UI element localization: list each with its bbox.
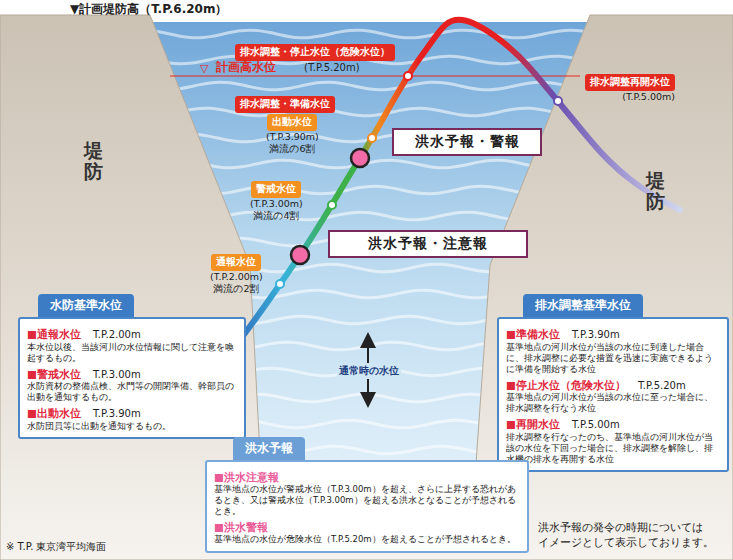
level-value: (T.P.3.90m) [266, 131, 319, 143]
panel-heading: 排水調整基準水位 [523, 294, 643, 317]
item-description: 排水調整を行なったのち、基準地点の河川水位が当該の水位を下回った場合に、排水調整… [506, 432, 720, 465]
forecast-box-text: 洪水予報・注意報 [368, 235, 488, 253]
item-row: ■停止水位（危険水位） T.P.5.20m [506, 378, 720, 393]
item-value: T.P.5.00m [572, 419, 620, 430]
item-row: ■再開水位 T.P.5.00m [506, 417, 720, 432]
item-row: ■通報水位 T.P.2.00m [27, 327, 237, 342]
level-value: 満流の2割 [210, 283, 263, 295]
panel-body: ■洪水注意報基準地点の水位が警戒水位（T.P.3.00m）を超え、さらに上昇する… [205, 460, 529, 553]
legend-panel: 排水調整基準水位 ■準備水位 T.P.3.90m 基準地点の河川水位が当該の水位に到達… [497, 294, 729, 472]
level-label: 通報水位(T.P.2.00m)満流の2割 [210, 250, 263, 295]
item-row: ■準備水位 T.P.3.90m [506, 327, 720, 342]
item-value: T.P.3.90m [93, 408, 141, 419]
item-description: 本水位以後、当該河川の水位情報に関して注意を喚起するもの。 [27, 342, 237, 364]
level-tag: 通報水位 [211, 254, 261, 271]
panel-heading: 水防基準水位 [38, 294, 134, 317]
item-title: ■警戒水位 [27, 368, 81, 380]
panel-body: ■通報水位 T.P.2.00m 本水位以後、当該河川の水位情報に関して注意を喚起する… [18, 317, 246, 439]
item-value: T.P.5.20m [638, 380, 686, 391]
level-label: 警戒水位(T.P.3.00m)満流の4割 [250, 177, 303, 222]
item-row: ■洪水警報 [214, 520, 520, 534]
item-description: 水防団員等に出動を通知するもの。 [27, 421, 237, 432]
item-title: ■準備水位 [506, 328, 560, 340]
item-value: T.P.2.00m [93, 329, 141, 340]
level-value: 満流の4割 [250, 210, 303, 222]
wave-stroke [130, 108, 610, 116]
level-value: 満流の6割 [266, 143, 319, 155]
item-title: ■洪水注意報 [214, 471, 279, 483]
forecast-marker [351, 149, 369, 167]
level-label: 排水調整・停止水位（危険水位） [235, 40, 395, 61]
forecast-box-text: 洪水予報・警報 [415, 133, 520, 151]
level-value: (T.P.2.00m) [210, 271, 263, 283]
level-value: (T.P.5.00m) [585, 91, 675, 103]
level-tag: 排水調整・準備水位 [235, 96, 335, 113]
footnote: ※ T.P. 東京湾平均海面 [6, 540, 107, 554]
item-description: 基準地点の水位が警戒水位（T.P.3.00m）を超え、さらに上昇する恐れがあると… [214, 484, 520, 517]
level-label: 出動水位(T.P.3.90m)満流の6割 [266, 110, 319, 155]
forecast-box: 洪水予報・警報 [392, 128, 542, 156]
level-dot [276, 280, 284, 288]
item-title: ■出動水位 [27, 407, 81, 419]
item-value: T.P.3.90m [572, 329, 620, 340]
plan-high-water-line [170, 75, 580, 76]
item-row: ■警戒水位 T.P.3.00m [27, 367, 237, 382]
item-title: ■停止水位（危険水位） [506, 379, 626, 391]
level-dot [328, 201, 336, 209]
level-tag: 警戒水位 [251, 181, 301, 198]
item-description: 基準地点の水位が危険水位（T.P.5.20m）を超えることが予想されるとき。 [214, 534, 520, 545]
legend-panel: 水防基準水位 ■通報水位 T.P.2.00m 本水位以後、当該河川の水位情報に関して注… [18, 294, 246, 439]
levee-earth [0, 15, 733, 560]
dike-height-label: ▼計画堤防高（T.P.6.20m） [70, 1, 227, 18]
panel-body: ■準備水位 T.P.3.90m 基準地点の河川水位が当該の水位に到達した場合に、排水… [497, 317, 729, 472]
level-label: 排水調整再開水位(T.P.5.00m) [585, 70, 675, 103]
normal-level-label: 通常時の水位 [337, 363, 401, 379]
panel-heading: 洪水予報 [233, 437, 305, 460]
level-dot [404, 72, 412, 80]
plan-high-water-label: 計画高水位 [216, 59, 276, 76]
level-tag: 出動水位 [267, 114, 317, 131]
item-description: 基準地点の河川水位が当該の水位に至った場合に、排水調整を行なう水位 [506, 392, 720, 414]
footnote: 洪水予報の発令の時期については イメージとして表示しております。 [538, 521, 728, 551]
forecast-marker [291, 246, 309, 264]
item-title: ■通報水位 [27, 328, 81, 340]
item-description: 基準地点の河川水位が当該の水位に到達した場合に、排水調整に必要な措置を迅速に実施… [506, 342, 720, 375]
level-dot [368, 134, 376, 142]
item-row: ■出動水位 T.P.3.90m [27, 406, 237, 421]
level-tag: 排水調整再開水位 [585, 74, 675, 91]
wave-stroke [130, 82, 610, 90]
forecast-box: 洪水予報・注意報 [328, 230, 528, 258]
levee-label: 堤防 [646, 170, 665, 212]
legend-panel: 洪水予報■洪水注意報基準地点の水位が警戒水位（T.P.3.00m）を超え、さらに… [205, 437, 529, 553]
plan-high-water-value: (T.P.5.20m) [304, 62, 360, 73]
item-title: ■再開水位 [506, 418, 560, 430]
item-row: ■洪水注意報 [214, 470, 520, 484]
item-description: 水防資材の整備点検、水門等の開閉準備、幹部員の出動を通知するもの。 [27, 381, 237, 403]
levee-label: 堤防 [84, 140, 103, 182]
level-dot [554, 97, 562, 105]
water-level-symbol: ▽ [200, 62, 208, 75]
item-title: ■洪水警報 [214, 521, 268, 533]
level-tag: 排水調整・停止水位（危険水位） [235, 44, 395, 61]
wave-stroke [130, 30, 610, 38]
level-value: (T.P.3.00m) [250, 198, 303, 210]
level-label: 排水調整・準備水位 [235, 92, 335, 113]
item-value: T.P.3.00m [93, 369, 141, 380]
